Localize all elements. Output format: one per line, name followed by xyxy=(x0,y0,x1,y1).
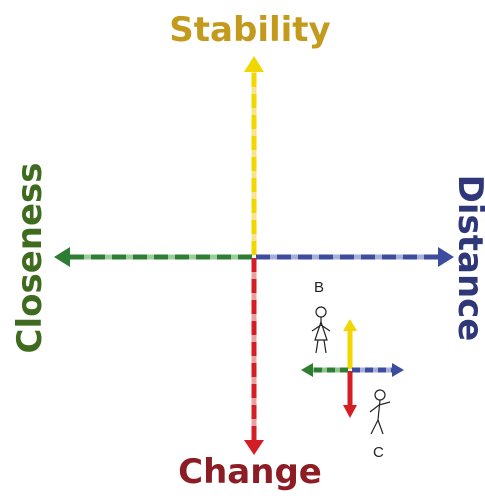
figure-b-label: B xyxy=(314,279,324,296)
change-arrow xyxy=(244,258,264,455)
distance-label: Distance xyxy=(450,175,485,342)
change-label: Change xyxy=(0,452,485,492)
closeness-label: Closeness xyxy=(10,162,50,353)
distance-arrow xyxy=(256,247,454,267)
figure-b xyxy=(312,307,330,353)
figure-c xyxy=(370,390,390,434)
figure-c-label: C xyxy=(373,444,384,461)
stability-label: Stability xyxy=(0,10,485,50)
stability-arrow xyxy=(244,56,264,255)
closeness-arrow xyxy=(54,247,252,267)
